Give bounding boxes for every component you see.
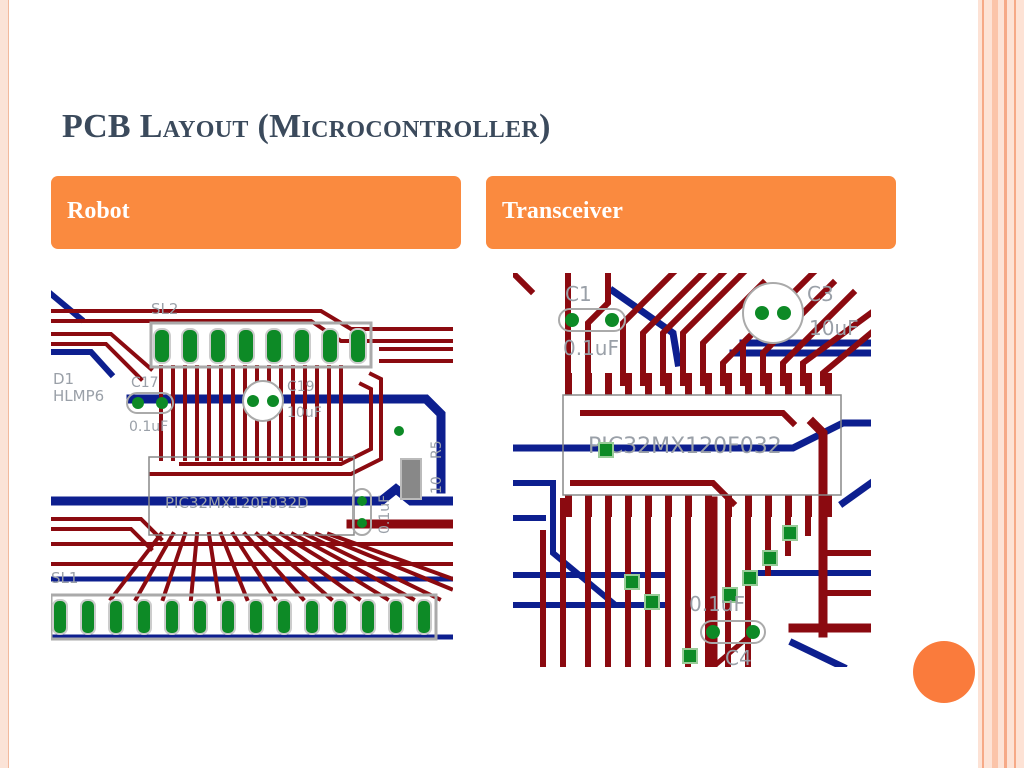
transceiver-c4-value: 0.1uF bbox=[689, 592, 745, 616]
robot-chip-label: PIC32MX120F032D bbox=[165, 494, 309, 512]
robot-sl2-label: SL2 bbox=[151, 300, 178, 318]
robot-d1-label: D1 bbox=[53, 370, 74, 388]
right-border-decoration bbox=[978, 0, 1024, 768]
robot-c19-label: C19 bbox=[287, 379, 315, 395]
transceiver-chip-label: PIC32MX120F032 bbox=[588, 434, 782, 459]
robot-header: Robot bbox=[51, 176, 461, 249]
robot-c19-value: 10uF bbox=[287, 405, 322, 421]
robot-c17-label: C17 bbox=[131, 375, 159, 391]
transceiver-pcb-image: PIC32MX120F032 C1 0.1uF C3 10uF 0.1uF C4 bbox=[513, 273, 871, 667]
robot-sl1-label: SL1 bbox=[51, 569, 78, 587]
transceiver-header: Transceiver bbox=[486, 176, 896, 249]
left-border-decoration bbox=[0, 0, 9, 768]
robot-pcb-image: PIC32MX120F032D SL2 SL1 D1 HLMP6 C17 0. bbox=[51, 289, 453, 650]
slide-nav-circle[interactable] bbox=[913, 641, 975, 703]
transceiver-c1-label: C1 bbox=[565, 282, 592, 306]
robot-c17-value: 0.1uF bbox=[129, 419, 168, 435]
transceiver-c3-value: 10uF bbox=[809, 316, 859, 340]
transceiver-header-label: Transceiver bbox=[502, 198, 623, 224]
robot-r5-value: 10 bbox=[429, 476, 445, 494]
robot-c20-value: 0.1uF bbox=[377, 495, 393, 534]
robot-hlmp-label: HLMP6 bbox=[53, 387, 104, 405]
slide-title: PCB Layout (Microcontroller) bbox=[62, 108, 551, 145]
transceiver-c1-value: 0.1uF bbox=[563, 336, 619, 360]
robot-header-label: Robot bbox=[67, 198, 130, 224]
transceiver-c4-label: C4 bbox=[725, 646, 752, 667]
robot-r5-label: R5 bbox=[429, 440, 445, 459]
transceiver-c3-label: C3 bbox=[807, 282, 834, 306]
